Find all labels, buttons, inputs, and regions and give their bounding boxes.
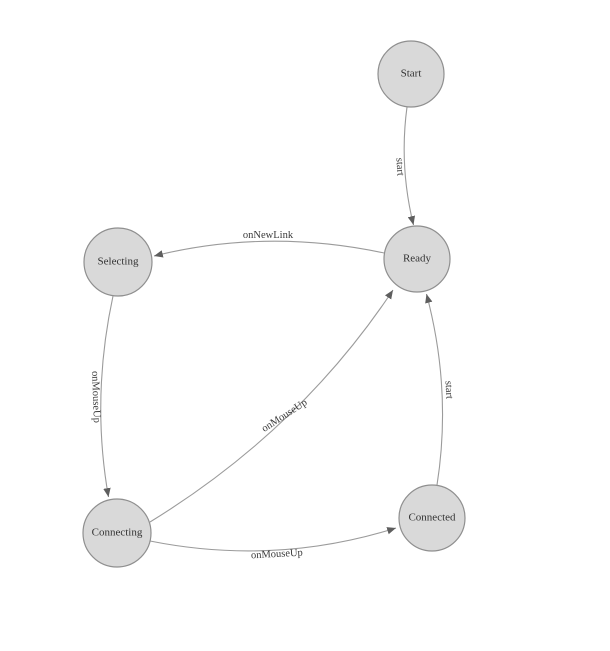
node-connecting[interactable]: Connecting: [82, 498, 152, 568]
node-connected[interactable]: Connected: [398, 484, 466, 552]
node-label: Selecting: [98, 256, 139, 268]
edge-label: start: [393, 157, 405, 176]
edge-label: start: [443, 381, 455, 400]
node-circle[interactable]: [377, 40, 445, 108]
node-circle[interactable]: [383, 225, 451, 293]
node-label: Connected: [408, 512, 456, 524]
edge-connected-ready: start: [425, 293, 455, 486]
node-label: Ready: [403, 253, 432, 265]
edge-path: [403, 106, 416, 226]
node-start[interactable]: Start: [377, 40, 445, 108]
edge-connecting-ready: onMouseUp: [149, 289, 394, 523]
edge-path: [149, 289, 394, 523]
edge-path: [149, 527, 397, 552]
node-ready[interactable]: Ready: [383, 225, 451, 293]
node-circle[interactable]: [83, 227, 153, 297]
node-label: Start: [401, 68, 422, 80]
edge-selecting-connecting: onMouseUp: [89, 295, 114, 498]
node-label: Connecting: [92, 527, 143, 539]
edge-connecting-connected: onMouseUp: [149, 527, 397, 562]
node-selecting[interactable]: Selecting: [83, 227, 153, 297]
node-circle[interactable]: [398, 484, 466, 552]
node-circle[interactable]: [82, 498, 152, 568]
edge-label: onMouseUp: [89, 371, 102, 423]
edge-start-ready: start: [393, 106, 416, 226]
edge-label: onMouseUp: [251, 548, 303, 562]
edge-path: [100, 295, 114, 498]
edge-label: onMouseUp: [260, 397, 310, 435]
edge-path: [153, 240, 385, 258]
edge-path: [425, 293, 444, 486]
edge-ready-selecting: onNewLink: [153, 230, 385, 258]
edge-label: onNewLink: [243, 230, 294, 241]
